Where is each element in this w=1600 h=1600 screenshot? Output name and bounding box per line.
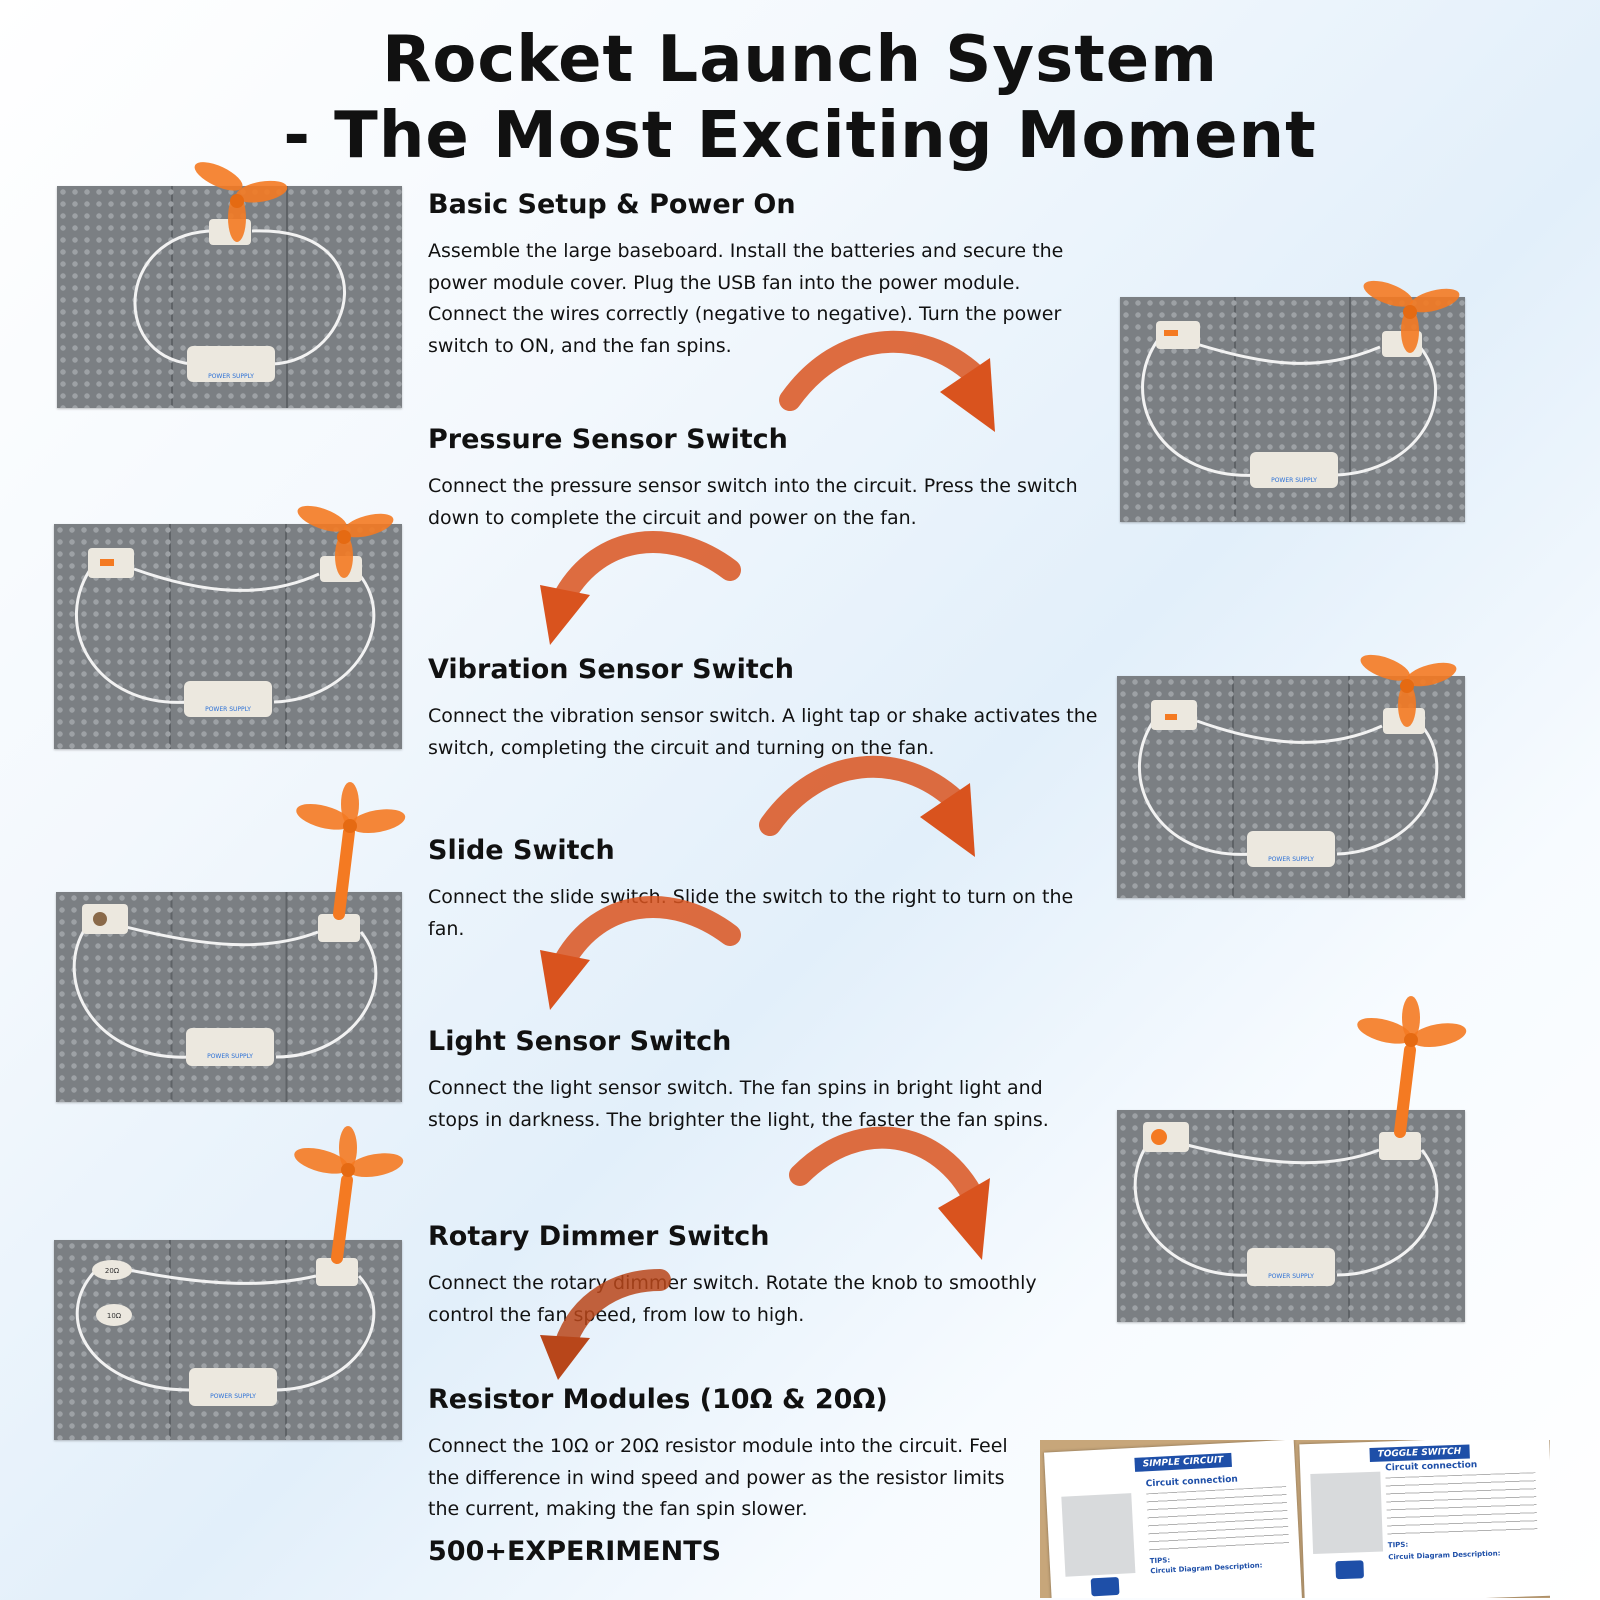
step-basic-setup: Basic Setup & Power On Assemble the larg… [428,188,1098,362]
step-heading: Pressure Sensor Switch [428,424,788,455]
card-heading: Circuit connection [1145,1474,1239,1490]
svg-text:POWER SUPPLY: POWER SUPPLY [1268,1273,1314,1280]
curved-arrow-icon [759,755,975,857]
svg-text:POWER SUPPLY: POWER SUPPLY [210,1393,256,1400]
curved-arrow-icon [540,1269,671,1380]
photo-slide-switch: POWER SUPPLY [1117,654,1465,898]
step-heading: Light Sensor Switch [428,1026,732,1057]
photo-pressure-sensor: POWER SUPPLY [1120,280,1465,522]
step-body: Connect the slide switch. Slide the swit… [428,886,1074,940]
step-body: Assemble the large baseboard. Install th… [428,240,1064,357]
card-desc: Circuit Diagram Description: [1388,1549,1501,1562]
svg-text:POWER SUPPLY: POWER SUPPLY [205,706,251,713]
resistor-20-label: 20Ω [105,1267,120,1275]
step-heading: Basic Setup & Power On [428,189,796,220]
title-line-2: - The Most Exciting Moment [283,99,1317,173]
step-body: Connect the pressure sensor switch into … [428,475,1078,529]
step-heading: Resistor Modules (10Ω & 20Ω) [428,1384,888,1415]
curved-arrow-icon [779,330,995,432]
instruction-cards: SIMPLE CIRCUIT Circuit connection TIPS: … [1040,1440,1550,1598]
experiments-count: 500+EXPERIMENTS [428,1536,722,1567]
card-banner: TOGGLE SWITCH [1369,1444,1470,1462]
photo-basic-setup: POWER SUPPLY [57,162,402,408]
card-banner: SIMPLE CIRCUIT [1134,1452,1232,1472]
card-simple-circuit: SIMPLE CIRCUIT Circuit connection TIPS: … [1043,1440,1303,1598]
sun-icon [1090,1576,1120,1597]
power-supply-label: POWER SUPPLY [208,373,254,380]
step-body: Connect the rotary dimmer switch. Rotate… [428,1272,1037,1326]
step-body: Connect the vibration sensor switch. A l… [428,705,1098,759]
resistor-10-label: 10Ω [107,1312,122,1320]
step-light-sensor: Light Sensor Switch Connect the light se… [428,1025,1098,1136]
curved-arrow-icon [789,1126,990,1260]
step-heading: Slide Switch [428,835,615,866]
photo-resistor-modules: 20Ω 10Ω POWER SUPPLY [54,1126,404,1440]
card-tips: TIPS: [1387,1540,1409,1550]
svg-text:POWER SUPPLY: POWER SUPPLY [207,1053,253,1060]
svg-text:POWER SUPPLY: POWER SUPPLY [1268,856,1314,863]
step-vibration-sensor: Vibration Sensor Switch Connect the vibr… [428,653,1098,764]
svg-text:POWER SUPPLY: POWER SUPPLY [1271,477,1317,484]
step-body: Connect the light sensor switch. The fan… [428,1077,1049,1131]
photo-vibration-sensor: POWER SUPPLY [54,505,402,749]
step-heading: Rotary Dimmer Switch [428,1221,770,1252]
photo-light-sensor: POWER SUPPLY [56,782,406,1102]
step-heading: Vibration Sensor Switch [428,654,794,685]
card-heading: Circuit connection [1385,1460,1478,1474]
step-rotary-dimmer: Rotary Dimmer Switch Connect the rotary … [428,1220,1098,1331]
card-tips: TIPS: [1149,1556,1171,1566]
battery-icon [1335,1560,1364,1580]
step-slide-switch: Slide Switch Connect the slide switch. S… [428,834,1098,945]
title-line-1: Rocket Launch System [382,23,1218,97]
step-resistor-modules: Resistor Modules (10Ω & 20Ω) Connect the… [428,1383,1008,1526]
photo-rotary-dimmer: POWER SUPPLY [1117,996,1467,1322]
curved-arrow-icon [540,531,741,645]
card-toggle-switch: TOGGLE SWITCH Circuit connection TIPS: C… [1299,1440,1550,1598]
page-title: Rocket Launch System - The Most Exciting… [0,22,1600,174]
step-pressure-sensor: Pressure Sensor Switch Connect the press… [428,423,1098,534]
curved-arrow-icon [540,896,741,1010]
step-body: Connect the 10Ω or 20Ω resistor module i… [428,1435,1008,1520]
